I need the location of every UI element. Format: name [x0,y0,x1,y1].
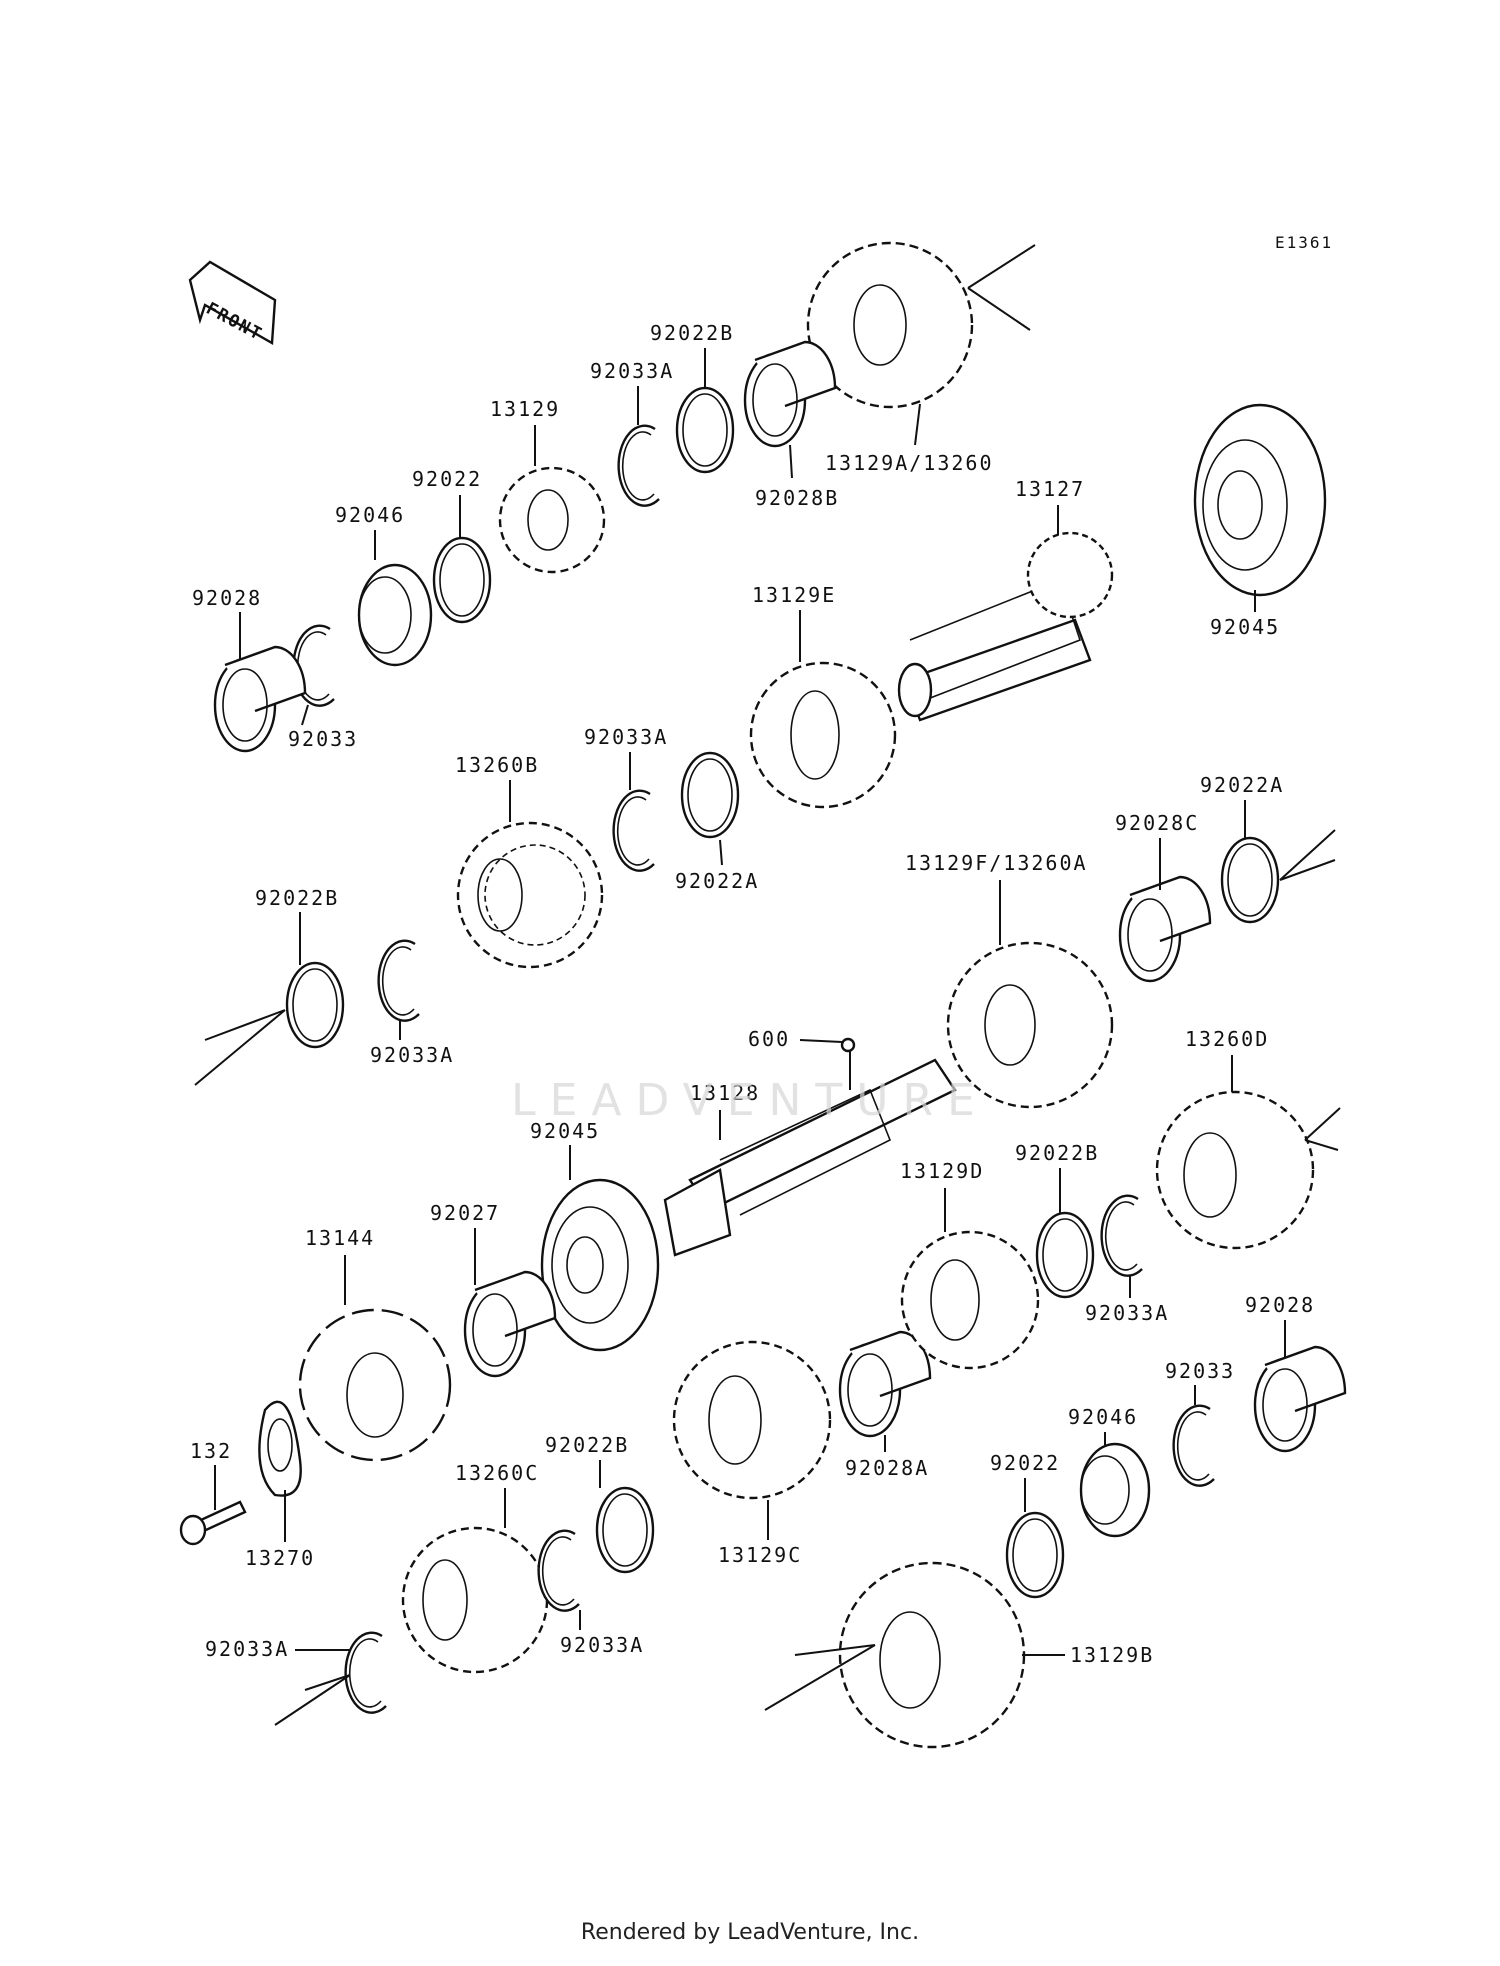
circlip-92033A-mid [612,789,656,872]
front-arrow-icon: FRONT [188,260,277,345]
label-92022B-bottom: 92022B [545,1433,629,1457]
label-92028B: 92028B [755,486,839,510]
plate-13270 [258,1400,302,1497]
circlip-92033A-bottom-mid [537,1529,581,1612]
washer-92022-bottom [1005,1511,1065,1599]
bearing-92045-top [1193,403,1327,597]
label-92045-top: 92045 [1210,615,1280,639]
label-92022-bottom: 92022 [990,1451,1060,1475]
washer-92022B-left [285,961,345,1049]
washer-92022A-mid [680,751,740,839]
label-92022B-mid-right: 92022B [1015,1141,1099,1165]
label-92022B-left: 92022B [255,886,339,910]
circlip-92033-bottom [1172,1404,1216,1487]
label-13128: 13128 [690,1081,760,1105]
label-92033A-top: 92033A [590,359,674,383]
bolt-132 [179,1500,247,1546]
label-92033A-mid: 92033A [584,725,668,749]
gear-13129E [749,661,897,809]
gear-13260B [456,821,604,969]
circlip-92033A-mid-right [1100,1194,1144,1277]
circlip-92033A-bottom-left [344,1631,388,1714]
label-92046-bottom: 92046 [1068,1405,1138,1429]
label-92045-mid: 92045 [530,1119,600,1143]
circlip-92033A-left [377,939,421,1022]
bearing-92045-mid [540,1178,660,1352]
label-92028A: 92028A [845,1456,929,1480]
label-92022B-top: 92022B [650,321,734,345]
label-13144: 13144 [305,1226,375,1250]
label-132: 132 [190,1439,232,1463]
label-13129B: 13129B [1070,1643,1154,1667]
sprocket-13144 [298,1308,452,1462]
gear-13129B [838,1561,1026,1749]
collar-92027 [463,1270,557,1378]
gear-13129 [498,466,606,574]
leader-line [967,244,1036,331]
label-92033-top: 92033 [288,727,358,751]
label-92028-top: 92028 [192,586,262,610]
washer-92022B-bottom [595,1486,655,1574]
label-92033A-left: 92033A [370,1043,454,1067]
watermark: LEADVENTURE [511,1075,989,1126]
diagram-code: E1361 [1275,233,1333,252]
label-13129E: 13129E [752,583,836,607]
label-13260D: 13260D [1185,1027,1269,1051]
label-13129F-13260A: 13129F/13260A [905,851,1088,875]
label-92022A-mid: 92022A [675,869,759,893]
collar-92028-bottom [1253,1345,1347,1453]
needle-bearing-92046-top [357,563,433,667]
label-13129D: 13129D [900,1159,984,1183]
collar-92028C [1118,875,1212,983]
label-92028C: 92028C [1115,811,1199,835]
washer-92022A-right [1220,836,1280,924]
washer-92022-top [432,536,492,624]
label-92046-top: 92046 [335,503,405,527]
circlip-92033A-top [617,424,661,507]
label-13127: 13127 [1015,477,1085,501]
label-13260B: 13260B [455,753,539,777]
label-92027: 92027 [430,1201,500,1225]
label-92022-top: 92022 [412,467,482,491]
sleeve-92028B [743,340,837,448]
label-13260C: 13260C [455,1461,539,1485]
gear-13129D [900,1230,1040,1370]
label-13270: 13270 [245,1546,315,1570]
label-92033A-bottom-mid: 92033A [560,1633,644,1657]
shaft-13128 [663,1037,957,1257]
shaft-13127 [897,531,1114,722]
gear-13260D [1155,1090,1315,1250]
footer-credit: Rendered by LeadVenture, Inc. [580,1920,920,1945]
label-92033-bottom: 92033 [1165,1359,1235,1383]
gear-13129A [806,241,974,409]
label-92022A-right: 92022A [1200,773,1284,797]
sleeve-92028A [838,1330,932,1438]
needle-bearing-92046-bottom [1079,1442,1151,1538]
washer-92022B-mid-right [1035,1211,1095,1299]
label-13129C: 13129C [718,1543,802,1567]
label-13129A-13260: 13129A/13260 [825,451,994,475]
gear-13260C [401,1526,549,1674]
gear-13129F [946,941,1114,1109]
label-600: 600 [748,1027,790,1051]
label-13129: 13129 [490,397,560,421]
label-92033A-bottom-left: 92033A [205,1637,289,1661]
label-92028-bottom: 92028 [1245,1293,1315,1317]
label-92033A-mid-right: 92033A [1085,1301,1169,1325]
washer-92022B-top [675,386,735,474]
gear-13129C [672,1340,832,1500]
